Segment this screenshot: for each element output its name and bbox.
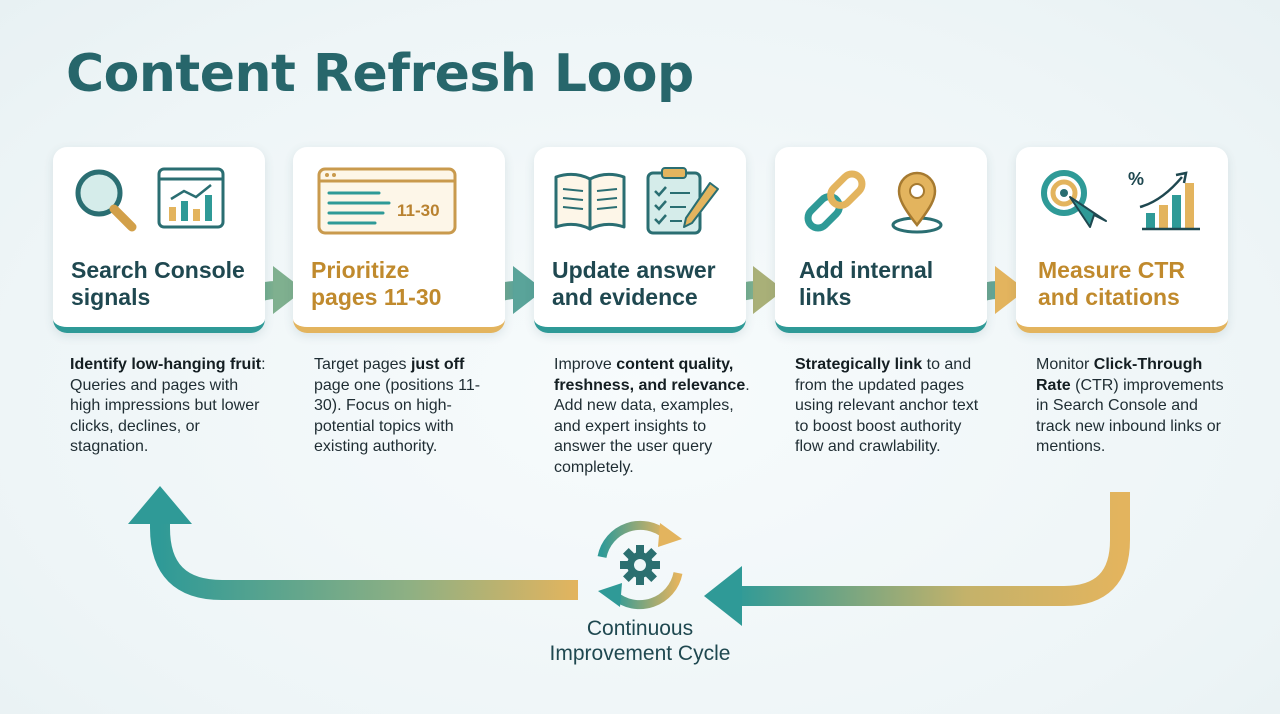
description-emphasis: content quality, freshness, and relevanc… xyxy=(554,356,746,394)
description-text: to and from the updated pages using rele… xyxy=(795,356,979,455)
chain-link-icon xyxy=(804,170,866,232)
map-pin-icon xyxy=(891,171,943,234)
description-emphasis: Click-Through Rate xyxy=(1036,356,1203,394)
page-title: Content Refresh Loop xyxy=(66,44,694,104)
growth-chart-icon: % xyxy=(1128,169,1200,231)
browser-list-icon: 11-30 xyxy=(317,167,457,235)
description-text: : Queries and pages with high impression… xyxy=(70,356,266,455)
description-text: page one (positions 11-30). Focus on hig… xyxy=(314,376,481,456)
step-description: Monitor Click-Through Rate (CTR) improve… xyxy=(1036,355,1226,458)
svg-text:%: % xyxy=(1128,169,1144,189)
refresh-gear-icon xyxy=(597,520,683,610)
loop-arrow-left xyxy=(128,486,578,600)
description-text: . Add new data, examples, and expert ins… xyxy=(554,376,750,476)
checklist-clipboard-icon xyxy=(646,167,719,235)
positions-badge: 11-30 xyxy=(397,201,440,220)
description-emphasis: Identify low-hanging fruit xyxy=(70,356,262,373)
description-text: Target pages xyxy=(314,356,411,373)
step-description: Improve content quality, freshness, and … xyxy=(554,355,754,478)
loop-arrow-right xyxy=(704,492,1130,626)
magnifier-icon xyxy=(75,169,137,232)
step-description: Strategically link to and from the updat… xyxy=(795,355,985,458)
description-text: Monitor xyxy=(1036,356,1094,373)
step-description: Identify low-hanging fruit: Queries and … xyxy=(70,355,270,458)
step-description: Target pages just off page one (position… xyxy=(314,355,504,458)
target-cursor-icon xyxy=(1041,170,1107,228)
chart-icon xyxy=(157,167,225,229)
description-emphasis: Strategically link xyxy=(795,356,923,373)
description-text: Improve xyxy=(554,356,617,373)
open-book-icon xyxy=(554,172,626,231)
description-text: (CTR) improvements in Search Console and… xyxy=(1036,376,1224,456)
description-emphasis: just off xyxy=(410,356,465,373)
